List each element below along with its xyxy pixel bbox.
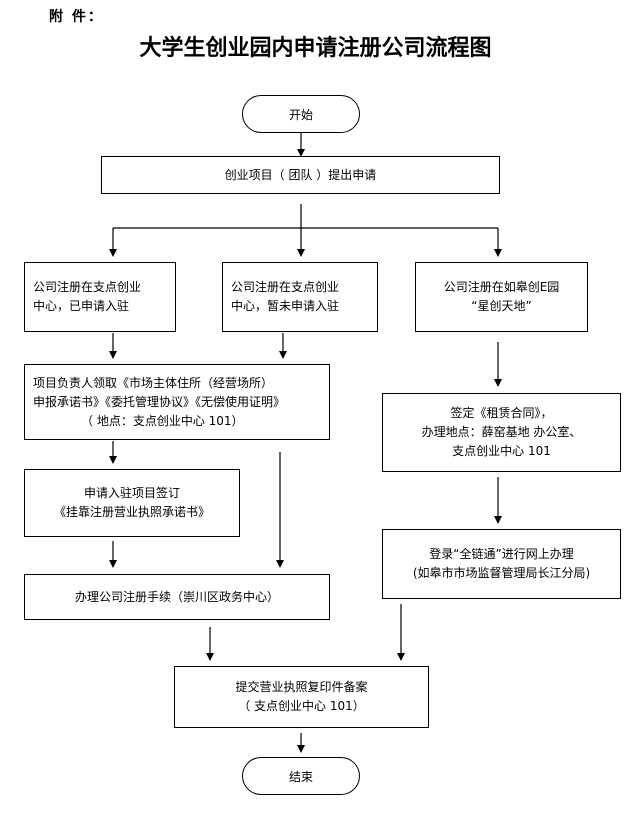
collect-forms-line-2: 申报承诺书》《委托管理协议》《无偿使用证明》 bbox=[33, 394, 286, 409]
online-process-box: 登录“全链通”进行网上办理 (如皋市市场监督管理局长江分局) bbox=[382, 529, 621, 599]
online-process-line-1: 登录“全链通”进行网上办理 bbox=[429, 547, 574, 561]
submit-copy-box: 提交营业执照复印件备案 （ 支点创业中心 101） bbox=[174, 666, 429, 728]
sign-lease-line-2: 办理地点：薛窑基地 办公室、 bbox=[421, 425, 582, 439]
branch-a-box: 公司注册在支点创业 中心，已申请入驻 bbox=[24, 262, 176, 332]
branch-b-line-2: 中心，暂未申请入驻 bbox=[231, 299, 340, 313]
submit-copy-line-2: （ 支点创业中心 101） bbox=[238, 699, 365, 713]
proposal-box: 创业项目（ 团队 ）提出申请 bbox=[101, 156, 500, 194]
end-node: 结束 bbox=[242, 757, 360, 795]
branch-c-line-1: 公司注册在如皋创E园 bbox=[443, 280, 560, 294]
branch-b-box: 公司注册在支点创业 中心，暂未申请入驻 bbox=[222, 262, 378, 332]
online-process-line-2: (如皋市市场监督管理局长江分局) bbox=[412, 566, 591, 580]
collect-forms-box: 项目负责人领取《市场主体住所（经营场所） 申报承诺书》《委托管理协议》《无偿使用… bbox=[24, 364, 330, 440]
start-node: 开始 bbox=[242, 95, 360, 133]
sign-commitment-box: 申请入驻项目签订 《挂靠注册营业执照承诺书》 bbox=[24, 469, 240, 537]
attachment-label: 附 件： bbox=[49, 9, 104, 25]
collect-forms-line-1: 项目负责人领取《市场主体住所（经营场所） bbox=[33, 375, 274, 390]
branch-c-line-2: “星创天地” bbox=[471, 299, 532, 313]
collect-forms-line-3: （ 地点：支点创业中心 101） bbox=[81, 413, 244, 428]
sign-commitment-line-2: 《挂靠注册营业执照承诺书》 bbox=[53, 505, 210, 519]
submit-copy-line-1: 提交营业执照复印件备案 bbox=[235, 680, 368, 694]
sign-lease-line-1: 签定《租赁合同》， bbox=[450, 406, 553, 420]
register-office-box: 办理公司注册手续（崇川区政务中心） bbox=[24, 574, 330, 620]
sign-lease-line-3: 支点创业中心 101 bbox=[452, 444, 551, 458]
branch-a-line-1: 公司注册在支点创业 bbox=[33, 280, 142, 294]
branch-b-line-1: 公司注册在支点创业 bbox=[231, 280, 340, 294]
sign-commitment-line-1: 申请入驻项目签订 bbox=[83, 486, 180, 500]
start-label: 开始 bbox=[288, 107, 313, 122]
page-title: 大学生创业园内申请注册公司流程图 bbox=[139, 36, 492, 61]
sign-lease-box: 签定《租赁合同》， 办理地点：薛窑基地 办公室、 支点创业中心 101 bbox=[382, 393, 621, 472]
register-office-label: 办理公司注册手续（崇川区政务中心） bbox=[74, 589, 279, 604]
proposal-label: 创业项目（ 团队 ）提出申请 bbox=[224, 167, 377, 182]
branch-a-line-2: 中心，已申请入驻 bbox=[33, 299, 130, 313]
branch-c-box: 公司注册在如皋创E园 “星创天地” bbox=[415, 262, 588, 332]
end-label: 结束 bbox=[288, 769, 313, 784]
